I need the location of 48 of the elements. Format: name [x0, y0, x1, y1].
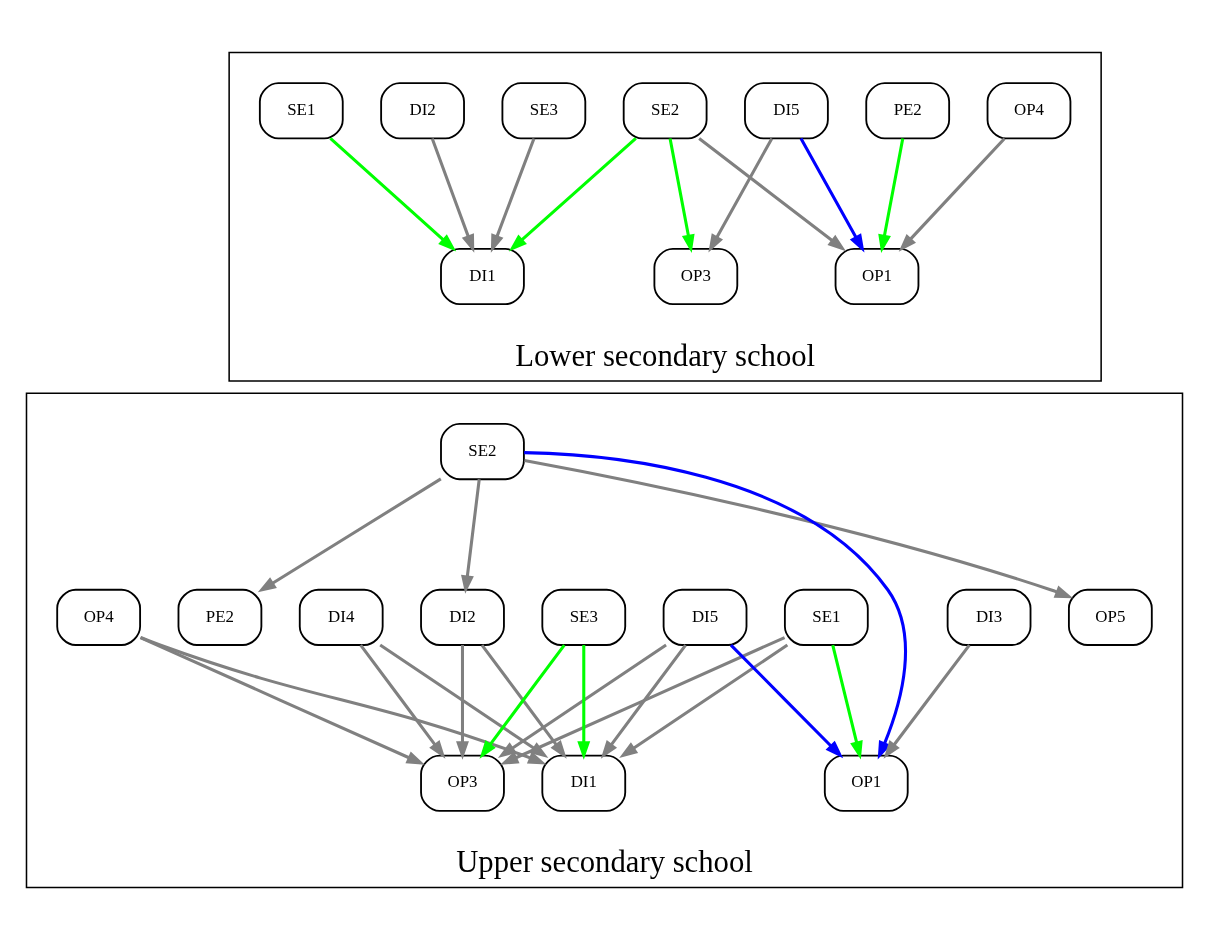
node-box: SE2 — [622, 82, 708, 140]
node-box: SE3 — [501, 82, 587, 140]
node-box: SE3 — [541, 588, 627, 646]
node-box: DI2 — [420, 588, 505, 646]
arrow — [524, 451, 907, 760]
node-box: DI2 — [380, 82, 465, 140]
arrow — [490, 137, 536, 253]
arrow — [619, 643, 789, 758]
node-box: DI5 — [744, 82, 829, 140]
arrow — [729, 643, 844, 759]
node-box: OP3 — [653, 248, 739, 306]
node-box: OP3 — [420, 754, 505, 812]
arrow — [831, 644, 863, 760]
arrow — [708, 137, 774, 253]
arrow — [577, 645, 591, 760]
arrow — [883, 644, 971, 759]
arrow — [668, 138, 695, 253]
node-box: SE2 — [440, 423, 525, 481]
arrow — [359, 644, 446, 759]
arrow — [878, 138, 905, 253]
node-box: OP4 — [986, 82, 1072, 140]
arrow — [508, 137, 637, 252]
node-box: PE2 — [865, 82, 951, 140]
node-box: OP1 — [834, 248, 920, 306]
arrow — [257, 477, 442, 593]
node-box: DI1 — [541, 754, 627, 812]
node-box: DI1 — [440, 248, 525, 306]
node-box: PE2 — [177, 588, 263, 646]
node-box: SE1 — [258, 82, 344, 140]
arrow — [430, 137, 475, 253]
arrow — [456, 645, 469, 760]
node-box: SE1 — [783, 588, 869, 646]
node-box: OP1 — [823, 754, 909, 812]
arrow — [461, 479, 481, 594]
arrow — [329, 137, 457, 252]
arrow — [600, 644, 687, 759]
arrow — [140, 636, 547, 765]
node-box: OP4 — [56, 588, 141, 646]
arrow — [898, 137, 1006, 252]
node-box: DI3 — [946, 588, 1032, 646]
arrow — [799, 137, 865, 253]
node-box: OP5 — [1068, 588, 1153, 646]
arrow — [139, 636, 425, 765]
node-box: DI5 — [662, 588, 748, 646]
node-box: DI4 — [298, 588, 384, 646]
arrow — [524, 459, 1074, 599]
arrow — [698, 137, 846, 252]
arrow — [500, 636, 786, 765]
